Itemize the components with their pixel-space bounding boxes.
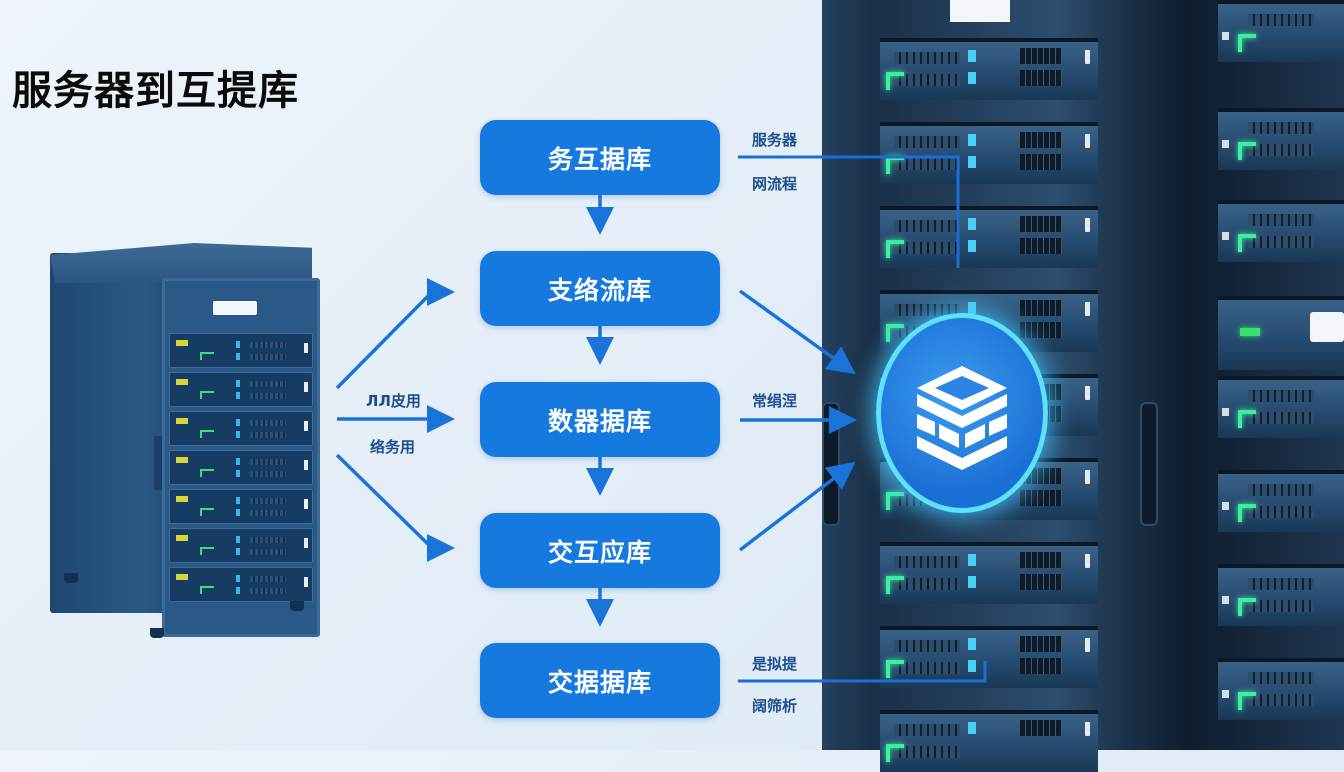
- flow-node-label: 交互应库: [547, 537, 652, 567]
- left-label-upper: ЛЛ皮用: [366, 392, 421, 410]
- cabinet-side: [50, 253, 165, 613]
- flow-node-3[interactable]: 数器据库: [480, 382, 720, 457]
- arrow-left-lower: [335, 453, 455, 562]
- rack-label-plate: [950, 0, 1010, 22]
- connector-node5-rack: [738, 661, 987, 683]
- cabinet-units: [169, 333, 313, 606]
- rack-secondary: [1218, 0, 1344, 750]
- cabinet-unit: [169, 489, 313, 524]
- flow-node-label: 支络流库: [547, 275, 652, 305]
- cabinet-unit: [169, 567, 313, 602]
- cabinet-unit: [169, 450, 313, 485]
- cabinet-unit: [169, 411, 313, 446]
- flow-node-2[interactable]: 支络流库: [480, 251, 720, 326]
- cabinet-foot: [64, 573, 78, 583]
- right-label-node1-upper: 服务器: [752, 131, 798, 149]
- left-label-lower: 络务用: [370, 438, 416, 456]
- database-hub[interactable]: [876, 313, 1048, 513]
- arrow-to-hub-upper: [738, 289, 856, 375]
- rack-door-handle: [1140, 402, 1158, 526]
- flow-connectors: [335, 155, 987, 683]
- cabinet-foot: [290, 601, 304, 611]
- flow-node-5[interactable]: 交据据库: [480, 643, 720, 718]
- arrow-left-upper: [335, 278, 455, 390]
- page-title: 服务器到互提库: [12, 68, 299, 114]
- cabinet-door-handle: [154, 436, 162, 490]
- right-label-node5-upper: 是拟提: [752, 655, 798, 673]
- right-label-node1-lower: 网流程: [752, 175, 798, 193]
- cabinet-unit: [169, 372, 313, 407]
- flow-node-label: 数器据库: [547, 406, 652, 436]
- cabinet-unit: [169, 528, 313, 563]
- flow-node-label: 务互据库: [547, 144, 652, 174]
- cabinet-label-plate: [213, 301, 257, 315]
- flow-node-4[interactable]: 交互应库: [480, 513, 720, 588]
- cabinet-foot: [150, 628, 164, 638]
- cabinet-front: [162, 278, 320, 637]
- server-cabinet-icon: [50, 243, 320, 638]
- cabinet-unit: [169, 333, 313, 368]
- database-stack-icon: [917, 366, 1007, 470]
- right-label-node3: 常绢涅: [752, 392, 798, 410]
- connector-node1-rack: [738, 155, 960, 268]
- right-label-node5-lower: 阔筛析: [752, 697, 798, 715]
- flow-node-label: 交据据库: [547, 667, 652, 697]
- arrow-to-hub-lower: [738, 461, 856, 552]
- flow-node-1[interactable]: 务互据库: [480, 120, 720, 195]
